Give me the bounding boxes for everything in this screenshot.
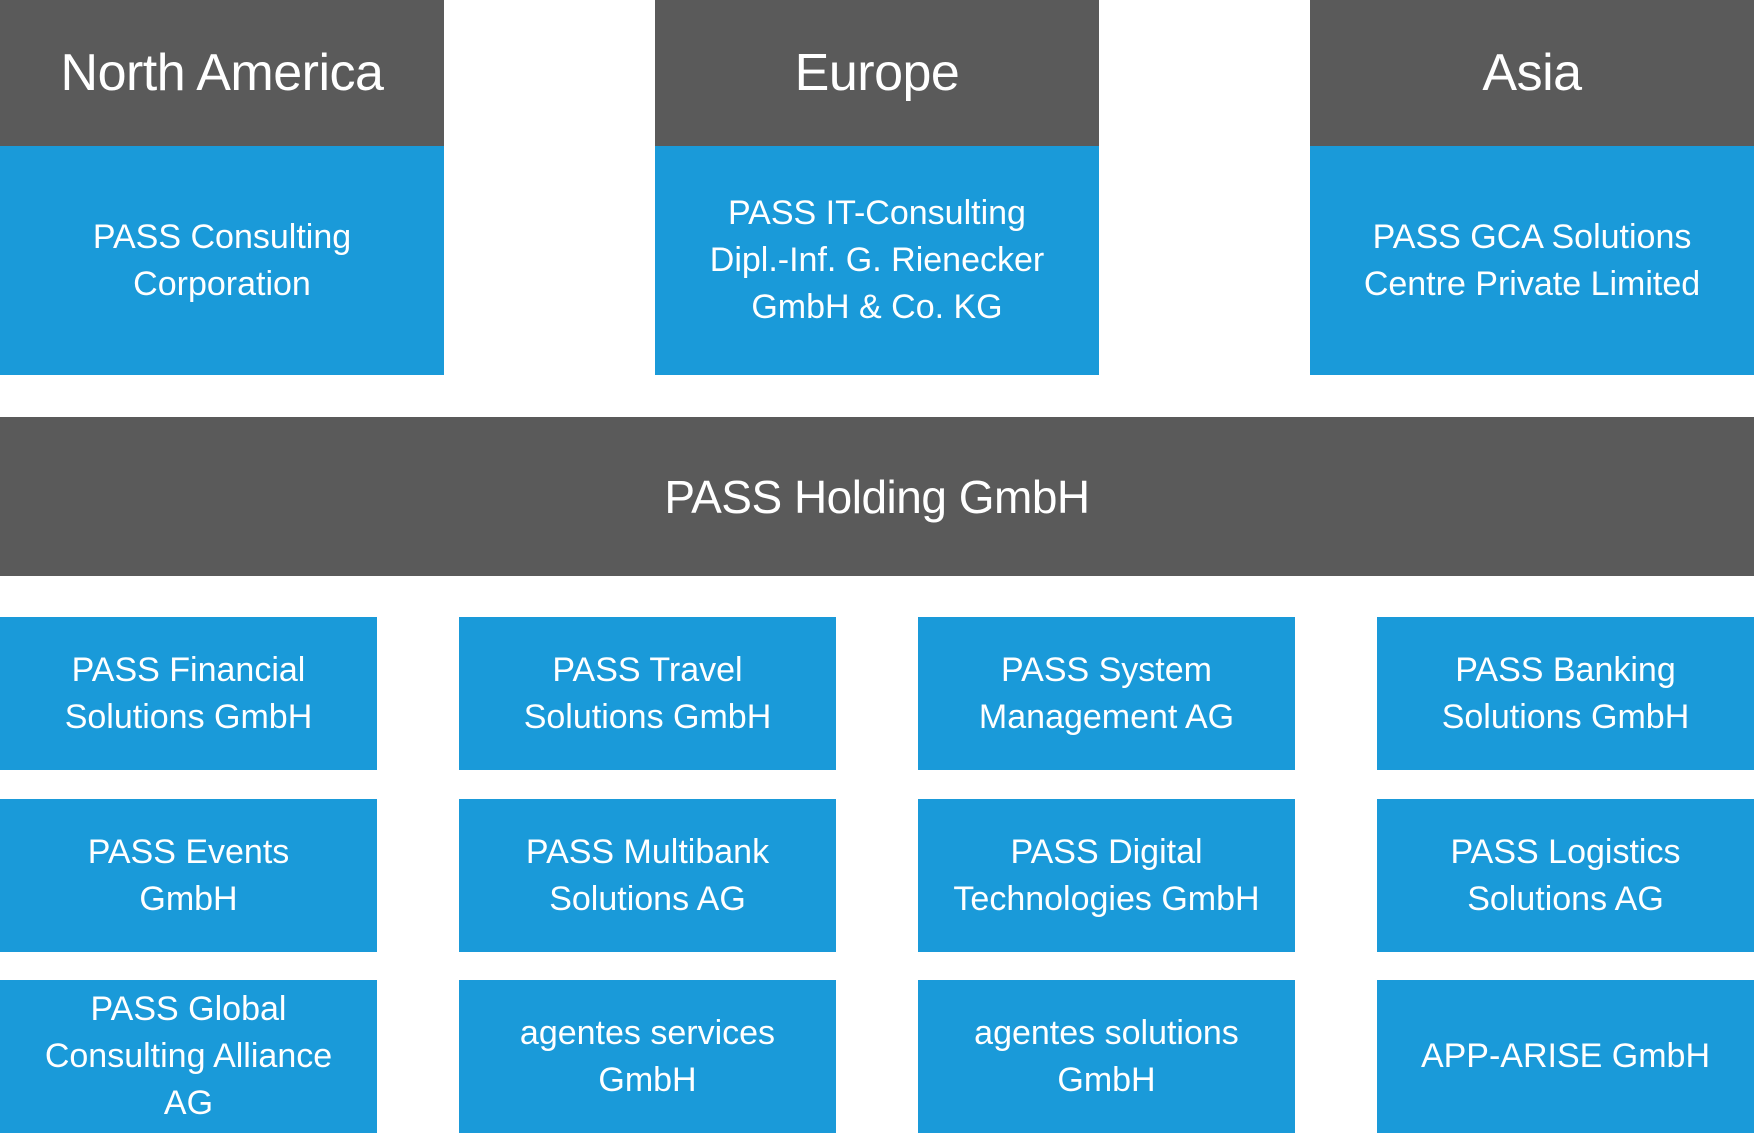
subsidiary-label: PASS Digital Technologies GmbH xyxy=(953,832,1260,918)
region-company-europe: PASS IT-Consulting Dipl.-Inf. G. Rieneck… xyxy=(655,146,1099,375)
subsidiary-label: agentes solutions GmbH xyxy=(974,1013,1239,1099)
subsidiary-box: PASS Travel Solutions GmbH xyxy=(459,617,836,770)
company-label: PASS Consulting Corporation xyxy=(92,217,352,303)
subsidiary-label: PASS Logistics Solutions AG xyxy=(1450,832,1681,918)
subsidiary-label: PASS Banking Solutions GmbH xyxy=(1441,650,1690,736)
holding-bar: PASS Holding GmbH xyxy=(0,417,1754,576)
subsidiary-label: PASS Travel Solutions GmbH xyxy=(523,650,772,736)
region-header-asia: Asia xyxy=(1310,0,1754,146)
region-label: Asia xyxy=(1482,44,1582,102)
subsidiary-box: PASS Logistics Solutions AG xyxy=(1377,799,1754,952)
subsidiary-box: PASS Events GmbH xyxy=(0,799,377,952)
subsidiary-label: agentes services GmbH xyxy=(519,1013,776,1099)
subsidiary-label: PASS System Management AG xyxy=(978,650,1235,736)
subsidiary-box: agentes solutions GmbH xyxy=(918,980,1295,1133)
company-label: PASS IT-Consulting Dipl.-Inf. G. Rieneck… xyxy=(709,194,1045,326)
subsidiary-box: PASS Banking Solutions GmbH xyxy=(1377,617,1754,770)
region-header-north-america: North America xyxy=(0,0,444,146)
company-label: PASS GCA Solutions Centre Private Limite… xyxy=(1363,217,1701,303)
subsidiary-box: PASS Digital Technologies GmbH xyxy=(918,799,1295,952)
holding-label: PASS Holding GmbH xyxy=(664,470,1090,523)
subsidiary-box: agentes services GmbH xyxy=(459,980,836,1133)
subsidiary-label: APP-ARISE GmbH xyxy=(1420,1037,1711,1075)
region-company-north-america: PASS Consulting Corporation xyxy=(0,146,444,375)
subsidiary-box: PASS Global Consulting Alliance AG xyxy=(0,980,377,1133)
subsidiary-box: PASS Multibank Solutions AG xyxy=(459,799,836,952)
subsidiary-box: PASS Financial Solutions GmbH xyxy=(0,617,377,770)
region-header-europe: Europe xyxy=(655,0,1099,146)
region-label: North America xyxy=(60,44,384,102)
subsidiary-label: PASS Events GmbH xyxy=(87,832,290,918)
subsidiary-label: PASS Financial Solutions GmbH xyxy=(64,650,313,736)
region-company-asia: PASS GCA Solutions Centre Private Limite… xyxy=(1310,146,1754,375)
subsidiary-box: PASS System Management AG xyxy=(918,617,1295,770)
region-label: Europe xyxy=(794,44,960,102)
subsidiary-box: APP-ARISE GmbH xyxy=(1377,980,1754,1133)
subsidiary-label: PASS Multibank Solutions AG xyxy=(525,832,770,918)
subsidiary-label: PASS Global Consulting Alliance AG xyxy=(44,990,333,1122)
